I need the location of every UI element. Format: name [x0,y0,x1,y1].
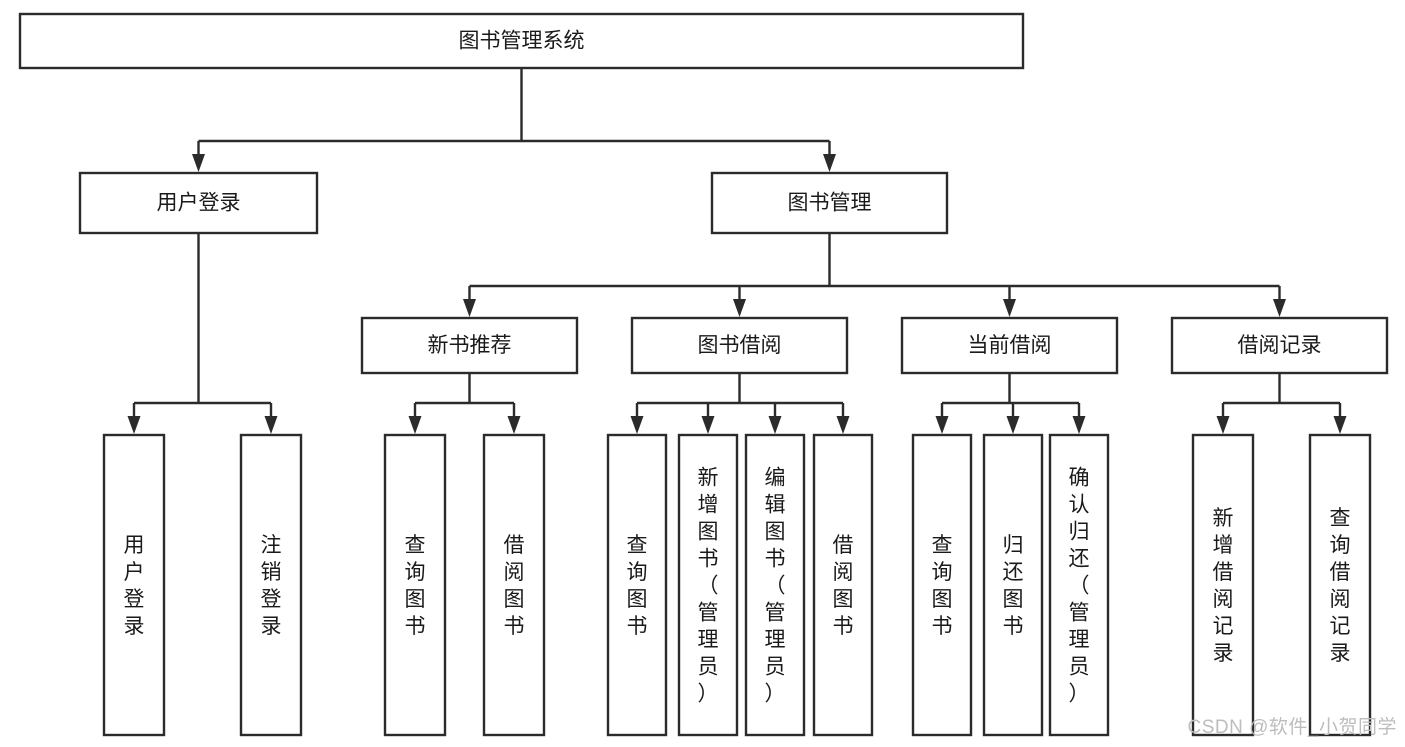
arrow-head-leaf-1 [127,416,141,434]
arrow-head-leaf-9 [935,416,949,434]
node-box-leaf-12 [1191,433,1255,737]
node-newbook[interactable]: 新书推荐 [360,316,579,375]
node-box-leaf-8 [812,433,874,737]
connector-layer [127,68,1347,434]
arrow-head-login [192,154,205,172]
node-leaf-5[interactable]: 查询图书 [606,433,668,737]
node-leaf-1[interactable]: 用户登录 [102,433,166,737]
node-box-leaf-10 [982,433,1044,737]
arrow-head-leaf-4 [507,416,521,434]
node-leaf-9[interactable]: 查询图书 [911,433,973,737]
node-label-bookmgr: 图书管理 [788,192,872,215]
arrow-head-leaf-5 [630,416,644,434]
node-box-bookmgr [710,171,949,235]
connector-group-root [192,68,836,172]
arrow-head-leaf-11 [1072,416,1086,434]
node-box-leaf-2 [239,433,303,737]
node-box-root [18,12,1025,70]
node-box-records [1170,316,1389,375]
node-label-leaf-6: 新增图书（管理员） [698,467,719,706]
node-label-leaf-13: 查询借阅记录 [1330,507,1351,665]
node-label-leaf-8: 借阅图书 [833,534,854,638]
arrow-head-leaf-13 [1333,416,1347,434]
arrow-head-current [1003,299,1016,317]
node-label-leaf-12: 新增借阅记录 [1213,507,1234,665]
node-leaf-3[interactable]: 查询图书 [383,433,447,737]
node-label-newbook: 新书推荐 [428,334,512,357]
node-label-current: 当前借阅 [968,334,1052,357]
node-label-leaf-7: 编辑图书（管理员） [765,467,786,706]
connector-group-records [1216,373,1347,434]
arrow-head-bookmgr [823,154,836,172]
arrow-head-leaf-3 [408,416,422,434]
node-label-leaf-10: 归还图书 [1003,534,1024,638]
node-login[interactable]: 用户登录 [78,171,319,235]
node-box-borrow [630,316,849,375]
arrow-head-newbook [463,299,476,317]
node-leaf-2[interactable]: 注销登录 [239,433,303,737]
node-leaf-4[interactable]: 借阅图书 [482,433,546,737]
node-box-leaf-6 [677,433,739,737]
node-leaf-6[interactable]: 新增图书（管理员） [677,433,739,737]
connector-group-borrow [630,373,850,434]
arrow-head-leaf-10 [1006,416,1020,434]
node-label-leaf-3: 查询图书 [405,534,426,638]
node-leaf-7[interactable]: 编辑图书（管理员） [744,433,806,737]
node-box-leaf-13 [1308,433,1372,737]
node-box-leaf-1 [102,433,166,737]
node-box-leaf-7 [744,433,806,737]
node-box-leaf-9 [911,433,973,737]
node-box-login [78,171,319,235]
node-leaf-11[interactable]: 确认归还（管理员） [1048,433,1110,737]
node-box-leaf-3 [383,433,447,737]
arrow-head-records [1273,299,1286,317]
node-box-newbook [360,316,579,375]
node-label-leaf-9: 查询图书 [932,534,953,638]
node-bookmgr[interactable]: 图书管理 [710,171,949,235]
connector-group-current [935,373,1086,434]
node-leaf-8[interactable]: 借阅图书 [812,433,874,737]
arrow-head-leaf-7 [768,416,782,434]
node-label-borrow: 图书借阅 [698,334,782,357]
arrow-head-borrow [733,299,746,317]
arrow-head-leaf-8 [836,416,850,434]
node-layer: 图书管理系统用户登录图书管理新书推荐图书借阅当前借阅借阅记录用户登录注销登录查询… [18,12,1389,737]
node-box-current [900,316,1119,375]
node-leaf-13[interactable]: 查询借阅记录 [1308,433,1372,737]
node-label-leaf-1: 用户登录 [124,534,145,638]
node-borrow[interactable]: 图书借阅 [630,316,849,375]
arrow-head-leaf-2 [264,416,278,434]
node-label-leaf-11: 确认归还（管理员） [1069,467,1090,706]
node-label-leaf-4: 借阅图书 [504,534,525,638]
node-root[interactable]: 图书管理系统 [18,12,1025,70]
arrow-head-leaf-6 [701,416,715,434]
node-label-login: 用户登录 [157,192,241,215]
node-records[interactable]: 借阅记录 [1170,316,1389,375]
node-label-root: 图书管理系统 [459,30,585,53]
node-box-leaf-11 [1048,433,1110,737]
node-leaf-12[interactable]: 新增借阅记录 [1191,433,1255,737]
connector-group-bookmgr [463,233,1286,317]
node-box-leaf-5 [606,433,668,737]
node-label-leaf-2: 注销登录 [261,534,282,638]
connector-group-newbook [408,373,521,434]
connector-group-login [127,233,278,434]
node-label-records: 借阅记录 [1238,334,1322,357]
node-leaf-10[interactable]: 归还图书 [982,433,1044,737]
node-current[interactable]: 当前借阅 [900,316,1119,375]
node-box-leaf-4 [482,433,546,737]
node-label-leaf-5: 查询图书 [627,534,648,638]
arrow-head-leaf-12 [1216,416,1230,434]
